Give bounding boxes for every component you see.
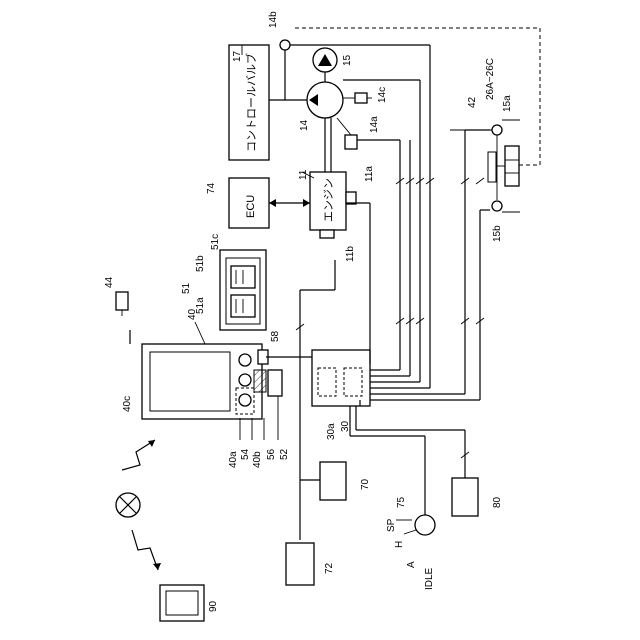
ref-90: 90: [208, 600, 219, 612]
component-80: [452, 478, 478, 516]
sensor-15a: [492, 125, 502, 135]
engine-label: エンジン: [323, 178, 335, 222]
ref-14a: 14a: [369, 116, 380, 133]
component-72: [286, 543, 314, 585]
ref-14b: 14b: [268, 11, 279, 28]
ref-40a: 40a: [228, 451, 239, 468]
ref-54: 54: [240, 448, 251, 460]
ref-52: 52: [279, 448, 290, 460]
controller-30: [312, 350, 370, 406]
ref-14: 14: [299, 119, 310, 131]
ref-11a: 11a: [364, 166, 375, 182]
dial-75: [415, 515, 435, 535]
sensor-11b: [320, 230, 334, 238]
ref-51: 51: [181, 282, 192, 294]
regulator-14c: [355, 93, 367, 103]
control-valve-label: コントロールバルブ: [244, 53, 258, 152]
ref-15: 15: [342, 54, 353, 66]
ref-15b: 15b: [492, 225, 503, 242]
ref-56: 56: [266, 448, 277, 460]
dial-h: H: [394, 541, 405, 548]
ref-15a: 15a: [502, 95, 513, 112]
ref-58: 58: [270, 330, 281, 342]
ref-30a: 30a: [326, 423, 337, 440]
ref-26: 26A~26C: [485, 58, 496, 100]
ref-42: 42: [467, 96, 478, 108]
ref-14c: 14c: [377, 87, 388, 103]
ref-44: 44: [104, 276, 115, 288]
ref-80: 80: [492, 496, 503, 508]
sensor-11a: [346, 192, 356, 204]
ref-51b: 51b: [195, 255, 206, 272]
component-70: [320, 462, 346, 500]
ref-40c: 40c: [122, 396, 133, 412]
ref-30: 30: [340, 420, 351, 432]
ref-11b: 11b: [345, 246, 356, 262]
wireless-bolt-upper: [122, 440, 155, 470]
ref-40: 40: [187, 308, 198, 320]
ref-17: 17: [232, 50, 243, 62]
dial-sp: SP: [386, 518, 397, 532]
ref-51c: 51c: [210, 234, 221, 250]
component-52: [268, 370, 282, 396]
ref-72: 72: [324, 562, 335, 574]
sensor-14a: [345, 135, 357, 149]
ref-70: 70: [360, 478, 371, 490]
ref-74: 74: [206, 182, 217, 194]
ref-40b: 40b: [252, 451, 263, 468]
terminal-90: [160, 585, 204, 621]
ecu-label: ECU: [245, 195, 257, 218]
dial-a: A: [406, 561, 417, 568]
sensor-15b: [492, 201, 502, 211]
dial-idle: IDLE: [424, 567, 435, 590]
valve-26: [505, 146, 519, 186]
sensor-14b: [280, 40, 290, 50]
ref-75: 75: [396, 496, 407, 508]
antenna-44: [116, 292, 128, 310]
